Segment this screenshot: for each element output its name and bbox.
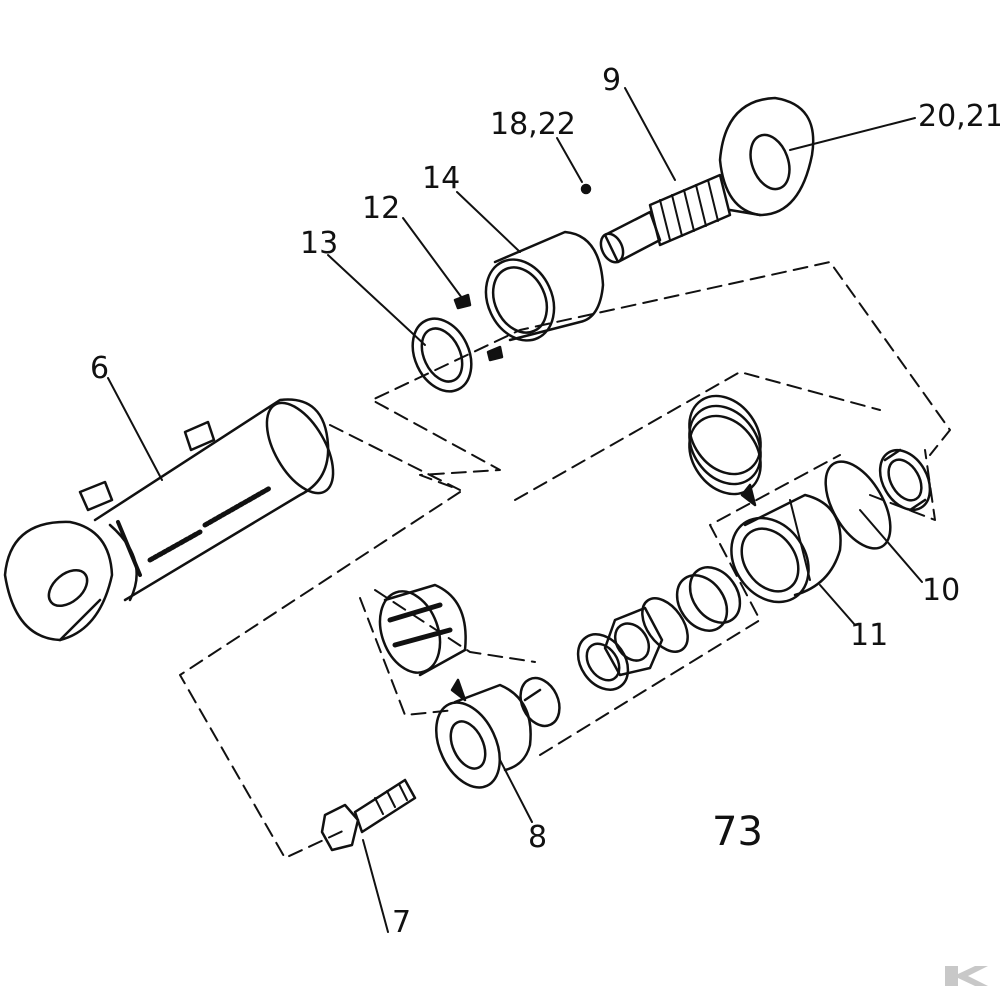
arrow-icon bbox=[450, 678, 467, 702]
callout-12: 12 bbox=[362, 191, 400, 226]
logo-watermark bbox=[945, 966, 988, 986]
callout-7: 7 bbox=[392, 905, 411, 940]
guide-bushing bbox=[730, 493, 842, 604]
callout-10: 10 bbox=[922, 573, 960, 608]
assembly-dash-lines bbox=[179, 261, 951, 859]
grease-nipple-dot bbox=[580, 183, 592, 195]
arrow-icon bbox=[740, 483, 757, 507]
callout-14: 14 bbox=[422, 161, 460, 196]
piston-body bbox=[435, 676, 561, 789]
rod-wiper bbox=[878, 448, 932, 512]
snap-ring bbox=[411, 317, 473, 393]
leader-lines bbox=[107, 87, 923, 933]
screws bbox=[453, 293, 504, 362]
cylinder-head-sleeve bbox=[484, 230, 605, 342]
callout-9: 9 bbox=[602, 63, 621, 98]
callout-20-21: 20,21 bbox=[918, 99, 1000, 134]
callout-18-22: 18,22 bbox=[490, 107, 576, 142]
piston bbox=[378, 583, 467, 677]
bolt bbox=[320, 778, 417, 852]
callout-13: 13 bbox=[300, 226, 338, 261]
callout-8: 8 bbox=[528, 820, 547, 855]
callout-11: 11 bbox=[850, 618, 888, 653]
cylinder-barrel bbox=[3, 398, 335, 642]
rod-eye-assembly bbox=[599, 96, 815, 264]
callout-6: 6 bbox=[90, 351, 109, 386]
piston-seal-stack bbox=[576, 566, 742, 691]
figure-number: 73 bbox=[712, 809, 763, 855]
